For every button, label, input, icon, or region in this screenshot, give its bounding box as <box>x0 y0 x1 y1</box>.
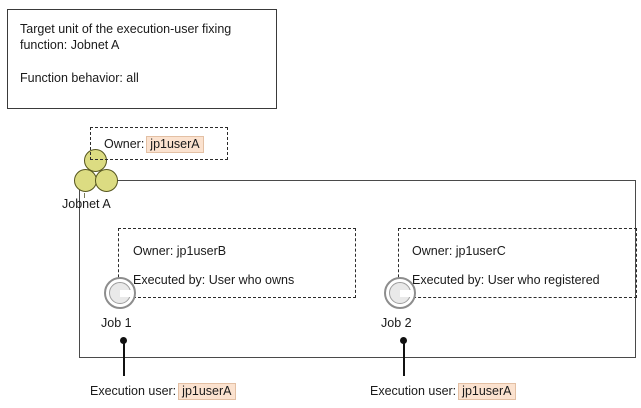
job-1-execution-user-value: jp1userA <box>178 383 236 400</box>
jobnet-circle-left <box>74 169 97 192</box>
jobnet-icon <box>74 149 118 198</box>
jobnet-tick <box>84 193 85 198</box>
description-box <box>7 9 277 109</box>
job-1-execution-user-text: Execution user:jp1userA <box>90 383 236 400</box>
bracket-bottom-line <box>79 357 636 358</box>
job-2-ring-gap <box>400 290 413 297</box>
job-1-owner-value: jp1userB <box>176 244 227 258</box>
job-2-owner-value: jp1userC <box>455 244 506 258</box>
job-1-execution-user-label: Execution user: <box>90 384 177 398</box>
bracket-top-line <box>112 180 636 181</box>
job-2-owner-label: Owner: <box>412 244 453 258</box>
job-2-drop-line <box>403 340 405 376</box>
job-2-executed-by-text: Executed by: User who registered <box>412 272 600 288</box>
job-1-owner-text: Owner: jp1userB <box>133 243 226 259</box>
job-2-execution-user-text: Execution user:jp1userA <box>370 383 516 400</box>
description-line-3: Function behavior: all <box>20 71 139 85</box>
jobnet-circle-right <box>95 169 118 192</box>
bracket-right-line <box>635 180 636 358</box>
job-2-execution-user-label: Execution user: <box>370 384 457 398</box>
job-2-label: Job 2 <box>381 316 412 330</box>
job-1-annotation-box <box>118 228 356 298</box>
jobnet-owner-text: Owner:jp1userA <box>104 136 204 153</box>
job-1-executed-by-value: User who owns <box>208 273 295 287</box>
bracket-left-line <box>79 180 80 358</box>
job-1-drop-line <box>123 340 125 376</box>
description-line-2: function: Jobnet A <box>20 38 120 52</box>
jobnet-circle-top <box>84 149 107 172</box>
job-2-execution-user-value: jp1userA <box>458 383 516 400</box>
description-line-1: Target unit of the execution-user fixing <box>20 22 232 36</box>
job-1-ring-gap <box>120 290 133 297</box>
job-2-annotation-box <box>398 228 637 298</box>
job-1-executed-by-text: Executed by: User who owns <box>133 272 294 288</box>
job-2-executed-by-value: User who registered <box>487 273 600 287</box>
jobnet-owner-label: Owner: <box>104 137 145 151</box>
job-2-icon <box>384 277 418 311</box>
jobnet-owner-value: jp1userA <box>146 136 204 153</box>
job-1-executed-by-label: Executed by: <box>133 273 206 287</box>
job-2-executed-by-label: Executed by: <box>412 273 485 287</box>
job-1-owner-label: Owner: <box>133 244 174 258</box>
jobnet-owner-box <box>90 127 228 160</box>
job-1-icon <box>104 277 138 311</box>
job-1-label: Job 1 <box>101 316 132 330</box>
job-2-owner-text: Owner: jp1userC <box>412 243 506 259</box>
jobnet-label: Jobnet A <box>62 197 111 211</box>
